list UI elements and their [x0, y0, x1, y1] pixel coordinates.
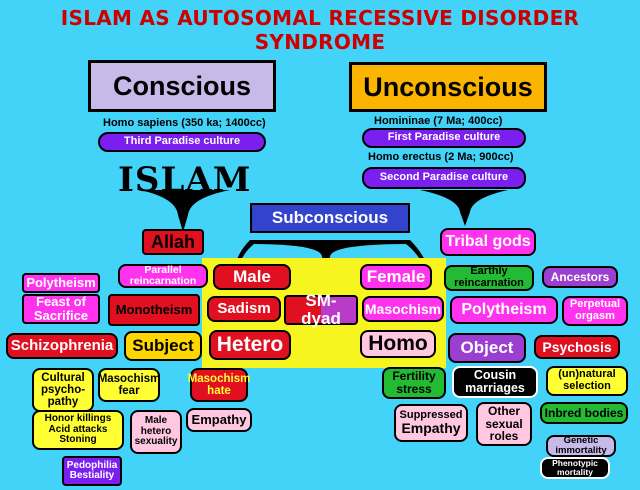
ancestors-box: Ancestors: [542, 266, 618, 288]
unconscious-caption-1: Homininae (7 Ma; 400cc): [374, 115, 503, 127]
suppressed-empathy: Suppressed Empathy: [394, 404, 468, 442]
page-title: ISLAM AS AUTOSOMAL RECESSIVE DISORDER SY…: [60, 6, 580, 54]
center-bracket-icon: [250, 240, 410, 263]
masochism-fear: Masochism fear: [98, 368, 160, 402]
schizophrenia-box: Schizophrenia: [6, 333, 118, 359]
sm-dyad-box: SM-dyad: [284, 292, 358, 327]
left-polytheism: Polytheism: [22, 273, 100, 293]
left-pointer-icon: [140, 190, 230, 232]
conscious-caption: Homo sapiens (350 ka; 1400cc): [103, 117, 266, 129]
male-hetero-sexuality: Male hetero sexuality: [130, 410, 182, 454]
right-polytheism: Polytheism: [450, 296, 558, 324]
parallel-reincarnation: Parallel reincarnation: [118, 264, 208, 288]
honor-killings: Honor killings Acid attacks Stoning: [32, 410, 124, 450]
pedophilia-bestiality: Pedophilia Bestiality: [62, 456, 122, 486]
feast-of-sacrifice: Feast of Sacrifice: [22, 294, 100, 324]
cousin-marriages: Cousin marriages: [452, 366, 538, 398]
second-paradise-culture: Second Paradise culture: [362, 167, 526, 189]
allah-box: Allah: [142, 229, 204, 255]
psychosis-box: Psychosis: [534, 335, 620, 359]
suppressed-empathy-label: Empathy: [401, 420, 461, 437]
suppressed-label: Suppressed: [399, 408, 463, 421]
unnatural-selection: (un)natural selection: [546, 366, 628, 396]
inbred-bodies: Inbred bodies: [540, 402, 628, 424]
earthly-reincarnation: Earthly reincarnation: [444, 265, 534, 291]
hetero-box: Hetero: [209, 330, 291, 360]
genetic-immortality: Genetic immortality: [546, 435, 616, 457]
other-sexual-roles: Other sexual roles: [476, 402, 532, 446]
homo-box: Homo: [360, 330, 436, 358]
unconscious-caption-2: Homo erectus (2 Ma; 900cc): [368, 151, 514, 163]
phenotypic-mortality: Phenotypic mortality: [540, 457, 610, 479]
empathy-box: Empathy: [186, 408, 252, 432]
object-box: Object: [448, 333, 526, 363]
perpetual-orgasm: Perpetual orgasm: [562, 296, 628, 326]
masochism-box: Masochism: [362, 296, 444, 322]
masochism-hate: Masochism hate: [188, 368, 250, 402]
female-box: Female: [360, 264, 432, 290]
unconscious-box: Unconscious: [349, 62, 547, 112]
fertility-stress: Fertility stress: [382, 367, 446, 399]
sadism-box: Sadism: [207, 296, 281, 322]
male-box: Male: [213, 264, 291, 290]
right-pointer-icon: [420, 190, 508, 226]
third-paradise-culture: Third Paradise culture: [98, 132, 266, 152]
monotheism-box: Monotheism: [108, 294, 200, 326]
conscious-box: Conscious: [88, 60, 276, 112]
cultural-psychopathy: Cultural psycho-pathy: [32, 368, 94, 412]
tribal-gods: Tribal gods: [440, 228, 536, 256]
subconscious-box: Subconscious: [250, 203, 410, 233]
subject-box: Subject: [124, 331, 202, 361]
islam-heading: ISLAM: [118, 160, 252, 200]
first-paradise-culture: First Paradise culture: [362, 128, 526, 148]
